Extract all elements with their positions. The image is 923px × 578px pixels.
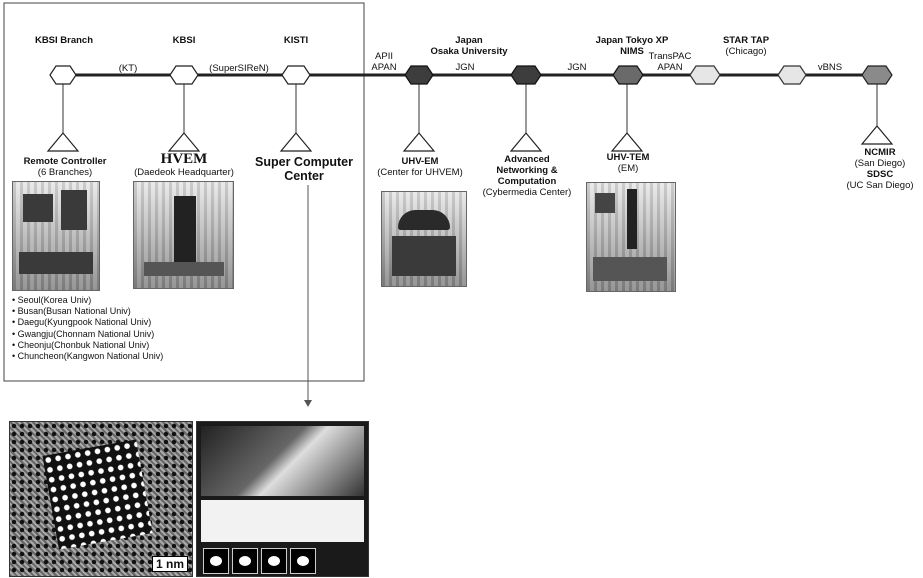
node-japan-tokyo (613, 66, 643, 84)
site-remote-triangle (48, 133, 78, 151)
link-label-kt: (KT) (108, 63, 148, 74)
link-label-supersiren: (SuperSIReN) (204, 63, 274, 74)
node-kisti (282, 66, 310, 84)
node-ncmir (862, 66, 892, 84)
label-japan-osaka: Japan Osaka University (424, 35, 514, 57)
photo-uhvtem (586, 182, 676, 292)
link-label-vbns: vBNS (810, 62, 850, 73)
node-kbsi-branch (50, 66, 76, 84)
site-label-advanced: Advanced Networking & Computation (Cyber… (480, 154, 574, 198)
site-label-hvem: HVEM (Daedeok Headquarter) (128, 152, 240, 178)
site-supercomputer-triangle (281, 133, 311, 151)
site-label-uhvtem: UHV-TEM (EM) (590, 152, 666, 174)
site-label-uhvem: UHV-EM (Center for UHVEM) (368, 156, 472, 178)
micrograph-image: 1 nm (9, 421, 193, 577)
scale-bar-label: 1 nm (152, 556, 188, 572)
visualization-screenshot (196, 421, 369, 577)
link-label-apii: APII APAN (364, 51, 404, 73)
site-uhvem-triangle (404, 133, 434, 151)
site-uhvtem-triangle (612, 133, 642, 151)
list-item: Seoul(Korea Univ) (12, 295, 163, 306)
node-vbns-relay (778, 66, 806, 84)
link-label-jgn-1: JGN (450, 62, 480, 73)
site-ncmir-triangle (862, 126, 892, 144)
link-label-jgn-2: JGN (562, 62, 592, 73)
label-kisti: KISTI (276, 35, 316, 46)
link-label-transpac: TransPAC APAN (640, 51, 700, 73)
lattice-crystal (42, 439, 152, 549)
label-kbsi: KBSI (164, 35, 204, 46)
label-kbsi-branch: KBSI Branch (24, 35, 104, 46)
arrow-head (304, 400, 312, 407)
site-label-remote: Remote Controller (6 Branches) (10, 156, 120, 178)
site-label-supercomputer: Super Computer Center (246, 155, 362, 183)
site-advanced-triangle (511, 133, 541, 151)
list-item: Busan(Busan National Univ) (12, 306, 163, 317)
node-kbsi (170, 66, 198, 84)
list-item: Gwangju(Chonnam National Univ) (12, 329, 163, 340)
photo-remote-controller (12, 181, 100, 291)
site-label-ncmir: NCMIR (San Diego) SDSC (UC San Diego) (840, 147, 920, 191)
label-star-tap-text: STAR TAP (Chicago) (706, 35, 786, 57)
branch-list: Seoul(Korea Univ) Busan(Busan National U… (12, 295, 163, 362)
node-japan-osaka-2 (511, 66, 541, 84)
list-item: Cheonju(Chonbuk National Univ) (12, 340, 163, 351)
list-item: Daegu(Kyungpook National Univ) (12, 317, 163, 328)
photo-hvem (133, 181, 234, 289)
photo-uhvem (381, 191, 467, 287)
list-item: Chuncheon(Kangwon National Univ) (12, 351, 163, 362)
node-japan-osaka-1 (405, 66, 433, 84)
site-hvem-triangle (169, 133, 199, 151)
